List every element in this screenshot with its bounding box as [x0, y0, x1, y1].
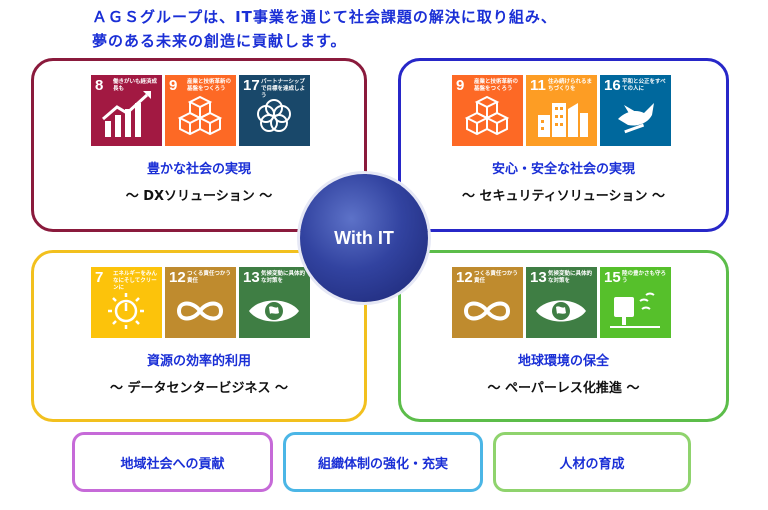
center-label: With IT [334, 227, 394, 248]
sdg-title: 陸の豊かさも守ろう [622, 271, 667, 284]
sdg-11-tile: 11 住み続けられるまちづくりを [526, 75, 597, 146]
headline-line-2: 夢のある未来の創造に貢献します。 [92, 32, 347, 50]
sdg-title: 気候変動に具体的な対策を [548, 271, 593, 284]
quadrant-title: 地球環境の保全 [517, 354, 609, 369]
infinity-icon [176, 301, 224, 321]
with-it-circle: With IT [300, 174, 428, 302]
sdg-number: 9 [169, 77, 178, 94]
pill-talent-development: 人材の育成 [493, 432, 691, 492]
sdg-title: 平和と公正をすべての人に [622, 79, 666, 92]
sdg-number: 13 [243, 269, 260, 286]
sdg-icon-row: 9 産業と技術革新の基盤をつくろう 11 住み続けられるまちづくりを [452, 75, 671, 146]
sdg-number: 12 [456, 269, 473, 286]
sdg-13-tile: 13 気候変動に具体的な対策を [526, 267, 597, 338]
quadrant-subtitle: ～ ペーパーレス化推進 ～ [487, 381, 640, 396]
sdg-title: パートナーシップで目標を達成しよう [261, 79, 306, 99]
quadrant-title: 資源の効率的利用 [146, 354, 251, 369]
pill-organization-strengthening: 組織体制の強化・充実 [283, 432, 483, 492]
partnership-rings-icon [257, 99, 291, 132]
headline-line-1: ＡＧＳグループは、IT事業を通じて社会課題の解決に取り組み、 [92, 8, 557, 26]
quadrant-subtitle: ～ データセンタービジネス ～ [109, 381, 289, 396]
sun-power-icon [108, 293, 144, 329]
sdg-title: 産業と技術革新の基盤をつくろう [474, 79, 519, 92]
eye-globe-icon [249, 300, 299, 322]
dove-icon [618, 103, 654, 134]
sdg-17-tile: 17 パートナーシップで目標を達成しよう [239, 75, 310, 146]
city-buildings-icon [538, 103, 588, 137]
tree-icon [610, 292, 660, 328]
sdg-number: 7 [95, 269, 104, 286]
sdg-number: 9 [456, 77, 465, 94]
quadrant-title: 豊かな社会の実現 [146, 162, 251, 177]
sdg-number: 11 [530, 77, 546, 94]
quadrant-prosperous-society: 8 働きがいも経済成長も 9 産業と技術革新の基盤をつくろう 17 [31, 58, 367, 232]
sdg-13-tile: 13 気候変動に具体的な対策を [239, 267, 310, 338]
sdg-number: 15 [604, 269, 621, 286]
sdg-9-tile: 9 産業と技術革新の基盤をつくろう [165, 75, 236, 146]
pill-community-contribution: 地域社会への貢献 [72, 432, 273, 492]
quadrant-efficient-resources: 7 エネルギーをみんなにそしてクリーンに 12 つくる責任つかう責任 13 気候… [31, 250, 367, 422]
sdg-title: エネルギーをみんなにそしてクリーンに [113, 271, 158, 291]
sdg-title: 働きがいも経済成長も [113, 79, 158, 92]
quadrant-subtitle: ～ DXソリューション ～ [125, 189, 273, 204]
sdg-title: 気候変動に具体的な対策を [261, 271, 306, 284]
sdg-number: 8 [95, 77, 104, 94]
cubes-icon [464, 95, 510, 136]
sdg-number: 13 [530, 269, 547, 286]
sdg-16-tile: 16 平和と公正をすべての人に [600, 75, 671, 146]
sdg-8-tile: 8 働きがいも経済成長も [91, 75, 162, 146]
quadrant-environment-conservation: 12 つくる責任つかう責任 13 気候変動に具体的な対策を 15 陸の豊かさも [398, 250, 729, 422]
sdg-title: 住み続けられるまちづくりを [548, 79, 593, 92]
growth-chart-icon [102, 91, 151, 137]
sdg-number: 12 [169, 269, 186, 286]
sdg-title: 産業と技術革新の基盤をつくろう [187, 79, 232, 92]
sdg-12-tile: 12 つくる責任つかう責任 [165, 267, 236, 338]
quadrant-title: 安心・安全な社会の実現 [491, 162, 635, 177]
quadrant-subtitle: ～ セキュリティソリューション ～ [461, 189, 665, 204]
sdg-title: つくる責任つかう責任 [187, 271, 231, 284]
sdg-7-tile: 7 エネルギーをみんなにそしてクリーンに [91, 267, 162, 338]
sdg-number: 17 [243, 77, 260, 94]
sdg-title: つくる責任つかう責任 [474, 271, 518, 284]
sdg-icon-row: 8 働きがいも経済成長も 9 産業と技術革新の基盤をつくろう 17 [91, 75, 310, 146]
sdg-12-tile: 12 つくる責任つかう責任 [452, 267, 523, 338]
eye-globe-icon [536, 300, 586, 322]
sdg-icon-row: 7 エネルギーをみんなにそしてクリーンに 12 つくる責任つかう責任 13 気候… [91, 267, 310, 338]
sdg-icon-row: 12 つくる責任つかう責任 13 気候変動に具体的な対策を 15 陸の豊かさも [452, 267, 671, 338]
sdg-number: 16 [604, 77, 621, 94]
quadrant-safe-society: 9 産業と技術革新の基盤をつくろう 11 住み続けられるまちづくりを [398, 58, 729, 232]
sdg-15-tile: 15 陸の豊かさも守ろう [600, 267, 671, 338]
infinity-icon [463, 301, 511, 321]
sdg-9-tile: 9 産業と技術革新の基盤をつくろう [452, 75, 523, 146]
cubes-icon [177, 95, 223, 136]
